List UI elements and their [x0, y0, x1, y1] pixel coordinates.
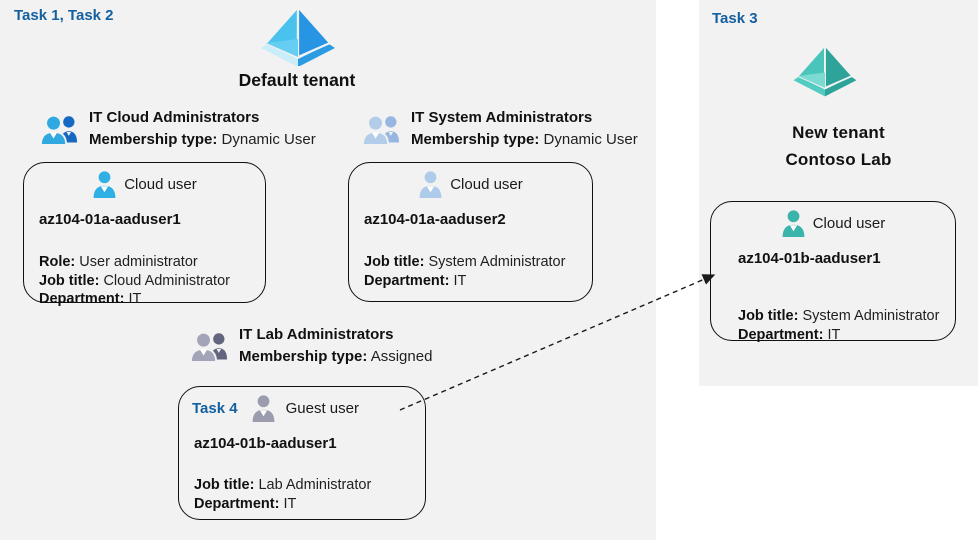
field-label: Department:	[194, 495, 280, 512]
field-value: User administrator	[79, 254, 198, 270]
user-card-newtenant-aaduser1: Cloud user az104-01b-aaduser1 Job title:…	[710, 201, 956, 344]
field-label: Department:	[738, 326, 824, 343]
membership-label: Membership type:	[411, 131, 540, 148]
field-label: Job title:	[194, 477, 255, 493]
user-card-aaduser1: Cloud user az104-01a-aaduser1 Role: User…	[23, 162, 266, 307]
field-job-title: Job title: System Administrator	[364, 253, 592, 272]
membership-label: Membership type:	[89, 131, 218, 148]
card-header: Cloud user	[711, 202, 955, 237]
field-job-title: Job title: Lab Administrator	[194, 476, 425, 495]
user-type-label: Cloud user	[124, 175, 197, 193]
user-name: az104-01a-aaduser1	[39, 211, 181, 228]
user-icon-teal	[782, 210, 805, 237]
group-name: IT System Administrators	[411, 109, 593, 126]
default-tenant-title: Default tenant	[238, 70, 356, 90]
new-tenant-title-line2: Contoso Lab	[785, 150, 892, 169]
field-role: Role: User administrator	[39, 253, 265, 272]
field-department: Department: IT	[364, 272, 592, 291]
field-value: IT	[128, 291, 142, 307]
user-icon-gray	[252, 395, 274, 422]
field-label: Job title:	[738, 308, 799, 324]
field-label: Job title:	[39, 272, 100, 289]
task-3-label: Task 3	[712, 10, 758, 27]
user-fields: Job title: System Administrator Departme…	[738, 307, 955, 344]
field-value: IT	[827, 326, 841, 343]
user-fields: Job title: Lab Administrator Department:…	[194, 476, 425, 513]
azure-ad-tenant-icon-teal	[793, 42, 857, 97]
user-icon	[93, 171, 116, 198]
user-type-label: Guest user	[285, 399, 359, 417]
user-name: az104-01a-aaduser2	[364, 211, 506, 228]
user-type-label: Cloud user	[812, 214, 886, 232]
field-department: Department: IT	[738, 326, 955, 345]
field-job-title: Job title: Cloud Administrator	[39, 272, 265, 291]
task-4-label: Task 4	[192, 399, 238, 417]
user-name: az104-01b-aaduser1	[194, 435, 337, 452]
field-value: System Administrator	[428, 254, 566, 270]
field-value: IT	[283, 495, 297, 512]
group-membership: Membership type: Dynamic User	[89, 129, 316, 151]
user-card-guest-aaduser1: Task 4 Guest user az104-01b-aaduser1 Job…	[178, 386, 426, 520]
new-tenant-title: New tenant Contoso Lab	[699, 119, 978, 173]
field-job-title: Job title: System Administrator	[738, 307, 955, 326]
group-name: IT Lab Administrators	[239, 326, 394, 343]
two-users-icon	[40, 114, 78, 146]
group-it-lab-administrators: IT Lab Administrators Membership type: A…	[190, 324, 432, 368]
group-it-cloud-administrators: IT Cloud Administrators Membership type:…	[40, 107, 316, 151]
field-label: Department:	[39, 291, 125, 307]
card-header: Cloud user	[349, 163, 592, 198]
field-value: Cloud Administrator	[103, 272, 230, 289]
new-tenant-panel: Task 3 New tenant Contoso Lab Cloud user	[699, 0, 978, 386]
group-it-system-administrators: IT System Administrators Membership type…	[362, 107, 638, 151]
user-card-aaduser2: Cloud user az104-01a-aaduser2 Job title:…	[348, 162, 593, 302]
field-department: Department: IT	[194, 495, 425, 514]
field-label: Role:	[39, 254, 76, 270]
field-value: System Administrator	[802, 308, 940, 324]
field-label: Job title:	[364, 254, 425, 270]
field-department: Department: IT	[39, 290, 265, 309]
default-tenant-panel: Task 1, Task 2 Default tenant IT Clo	[0, 0, 656, 540]
group-membership: Membership type: Assigned	[239, 346, 432, 368]
field-value: IT	[453, 272, 467, 289]
two-users-icon	[190, 331, 228, 363]
user-fields: Role: User administrator Job title: Clou…	[39, 253, 265, 309]
task-1-2-label: Task 1, Task 2	[14, 7, 114, 24]
group-membership: Membership type: Dynamic User	[411, 129, 638, 151]
membership-value: Dynamic User	[543, 131, 638, 148]
azure-ad-tenant-icon	[261, 6, 335, 66]
user-icon	[419, 171, 442, 198]
user-type-label: Cloud user	[450, 175, 523, 193]
membership-value: Dynamic User	[221, 131, 316, 148]
card-header: Task 4 Guest user	[179, 387, 425, 422]
field-label: Department:	[364, 272, 450, 289]
card-header: Cloud user	[24, 163, 265, 198]
new-tenant-title-line1: New tenant	[792, 123, 885, 142]
user-fields: Job title: System Administrator Departme…	[364, 253, 592, 290]
membership-value: Assigned	[370, 348, 433, 365]
membership-label: Membership type:	[239, 348, 368, 365]
user-name: az104-01b-aaduser1	[738, 250, 881, 267]
field-value: Lab Administrator	[258, 477, 372, 493]
group-name: IT Cloud Administrators	[89, 109, 260, 126]
two-users-icon	[362, 114, 400, 146]
